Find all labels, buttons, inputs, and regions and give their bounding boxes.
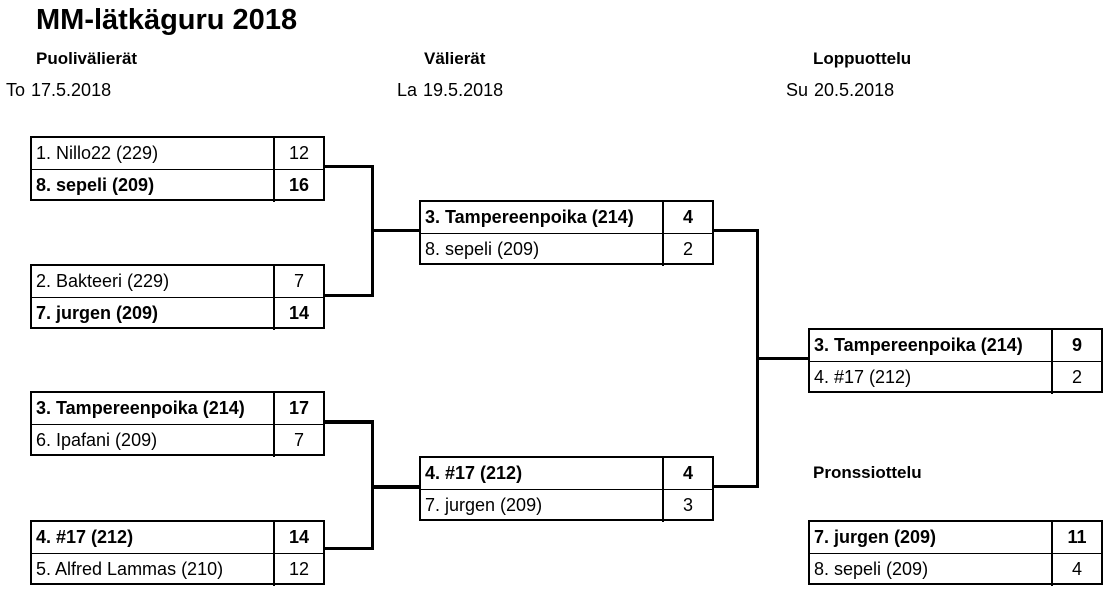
row-divider bbox=[32, 424, 323, 425]
row-divider bbox=[810, 553, 1101, 554]
team-score: 4 bbox=[1051, 554, 1101, 586]
round-date-value: 17.5.2018 bbox=[31, 80, 112, 100]
match-final: 3. Tampereenpoika (214) 9 4. #17 (212) 2 bbox=[808, 328, 1103, 394]
team-name: 7. jurgen (209) bbox=[425, 495, 543, 515]
team-row: 3. Tampereenpoika (214) 17 bbox=[32, 393, 323, 425]
round-weekday: To bbox=[6, 80, 26, 100]
team-name: 8. sepeli (209) bbox=[36, 175, 155, 195]
connector-to-sf2 bbox=[371, 485, 421, 489]
round-weekday: La bbox=[397, 80, 418, 100]
team-score: 2 bbox=[662, 234, 712, 266]
match-bronze: 7. jurgen (209) 11 8. sepeli (209) 4 bbox=[808, 520, 1103, 586]
row-divider bbox=[421, 233, 712, 234]
match-qf1: 1. Nillo22 (229) 12 8. sepeli (209) 16 bbox=[30, 136, 325, 202]
team-name: 7. jurgen (209) bbox=[36, 303, 159, 323]
connector-sf2 bbox=[712, 485, 758, 488]
team-row: 8. sepeli (209) 16 bbox=[32, 170, 323, 202]
connector-qf4 bbox=[324, 547, 372, 550]
connector-to-final bbox=[756, 357, 810, 360]
team-row: 6. Ipafani (209) 7 bbox=[32, 425, 323, 457]
team-score: 12 bbox=[273, 554, 323, 586]
team-row: 4. #17 (212) 4 bbox=[421, 458, 712, 490]
team-name: 5. Alfred Lammas (210) bbox=[36, 559, 224, 579]
team-name: 3. Tampereenpoika (214) bbox=[36, 398, 245, 418]
team-name: 4. #17 (212) bbox=[425, 463, 523, 483]
row-divider bbox=[32, 169, 323, 170]
team-name: 2. Bakteeri (229) bbox=[36, 271, 170, 291]
team-score: 3 bbox=[662, 490, 712, 522]
connector-qf3 bbox=[324, 420, 372, 424]
team-name: 4. #17 (212) bbox=[36, 527, 134, 547]
team-score: 7 bbox=[273, 266, 323, 298]
team-score: 4 bbox=[662, 202, 712, 234]
team-row: 2. Bakteeri (229) 7 bbox=[32, 266, 323, 298]
row-divider bbox=[32, 553, 323, 554]
team-name: 3. Tampereenpoika (214) bbox=[425, 207, 634, 227]
match-qf2: 2. Bakteeri (229) 7 7. jurgen (209) 14 bbox=[30, 264, 325, 330]
connector-qf1 bbox=[324, 165, 372, 168]
team-row: 8. sepeli (209) 2 bbox=[421, 234, 712, 266]
team-row: 5. Alfred Lammas (210) 12 bbox=[32, 554, 323, 586]
team-score: 14 bbox=[273, 522, 323, 554]
team-score: 17 bbox=[273, 393, 323, 425]
team-score: 9 bbox=[1051, 330, 1101, 362]
team-row: 1. Nillo22 (229) 12 bbox=[32, 138, 323, 170]
team-row: 4. #17 (212) 14 bbox=[32, 522, 323, 554]
team-score: 12 bbox=[273, 138, 323, 170]
team-row: 7. jurgen (209) 14 bbox=[32, 298, 323, 330]
row-divider bbox=[421, 489, 712, 490]
match-qf4: 4. #17 (212) 14 5. Alfred Lammas (210) 12 bbox=[30, 520, 325, 586]
row-divider bbox=[32, 297, 323, 298]
connector-to-sf1 bbox=[371, 229, 421, 232]
round-date-value: 19.5.2018 bbox=[423, 80, 504, 100]
round-date-value: 20.5.2018 bbox=[814, 80, 895, 100]
team-name: 3. Tampereenpoika (214) bbox=[814, 335, 1023, 355]
round-label-final: Loppuottelu bbox=[813, 49, 912, 68]
team-score: 4 bbox=[662, 458, 712, 490]
round-weekday: Su bbox=[786, 80, 809, 100]
team-row: 3. Tampereenpoika (214) 4 bbox=[421, 202, 712, 234]
team-name: 6. Ipafani (209) bbox=[36, 430, 158, 450]
team-score: 11 bbox=[1051, 522, 1101, 554]
team-score: 2 bbox=[1051, 362, 1101, 394]
team-row: 3. Tampereenpoika (214) 9 bbox=[810, 330, 1101, 362]
page-title: MM-lätkäguru 2018 bbox=[36, 4, 298, 36]
match-sf1: 3. Tampereenpoika (214) 4 8. sepeli (209) 2 bbox=[419, 200, 714, 266]
team-score: 16 bbox=[273, 170, 323, 202]
match-sf2: 4. #17 (212) 4 7. jurgen (209) 3 bbox=[419, 456, 714, 522]
team-row: 7. jurgen (209) 11 bbox=[810, 522, 1101, 554]
team-name: 8. sepeli (209) bbox=[425, 239, 540, 259]
team-row: 4. #17 (212) 2 bbox=[810, 362, 1101, 394]
team-row: 7. jurgen (209) 3 bbox=[421, 490, 712, 522]
team-name: 7. jurgen (209) bbox=[814, 527, 937, 547]
connector-qf2 bbox=[324, 294, 372, 297]
team-row: 8. sepeli (209) 4 bbox=[810, 554, 1101, 586]
round-label-bronze: Pronssiottelu bbox=[813, 463, 922, 482]
round-label-quarterfinals: Puolivälierät bbox=[36, 49, 138, 68]
team-score: 14 bbox=[273, 298, 323, 330]
connector-sf1 bbox=[712, 229, 758, 232]
row-divider bbox=[810, 361, 1101, 362]
round-label-semifinals: Välierät bbox=[424, 49, 486, 68]
team-name: 1. Nillo22 (229) bbox=[36, 143, 159, 163]
team-score: 7 bbox=[273, 425, 323, 457]
team-name: 8. sepeli (209) bbox=[814, 559, 929, 579]
team-name: 4. #17 (212) bbox=[814, 367, 912, 387]
